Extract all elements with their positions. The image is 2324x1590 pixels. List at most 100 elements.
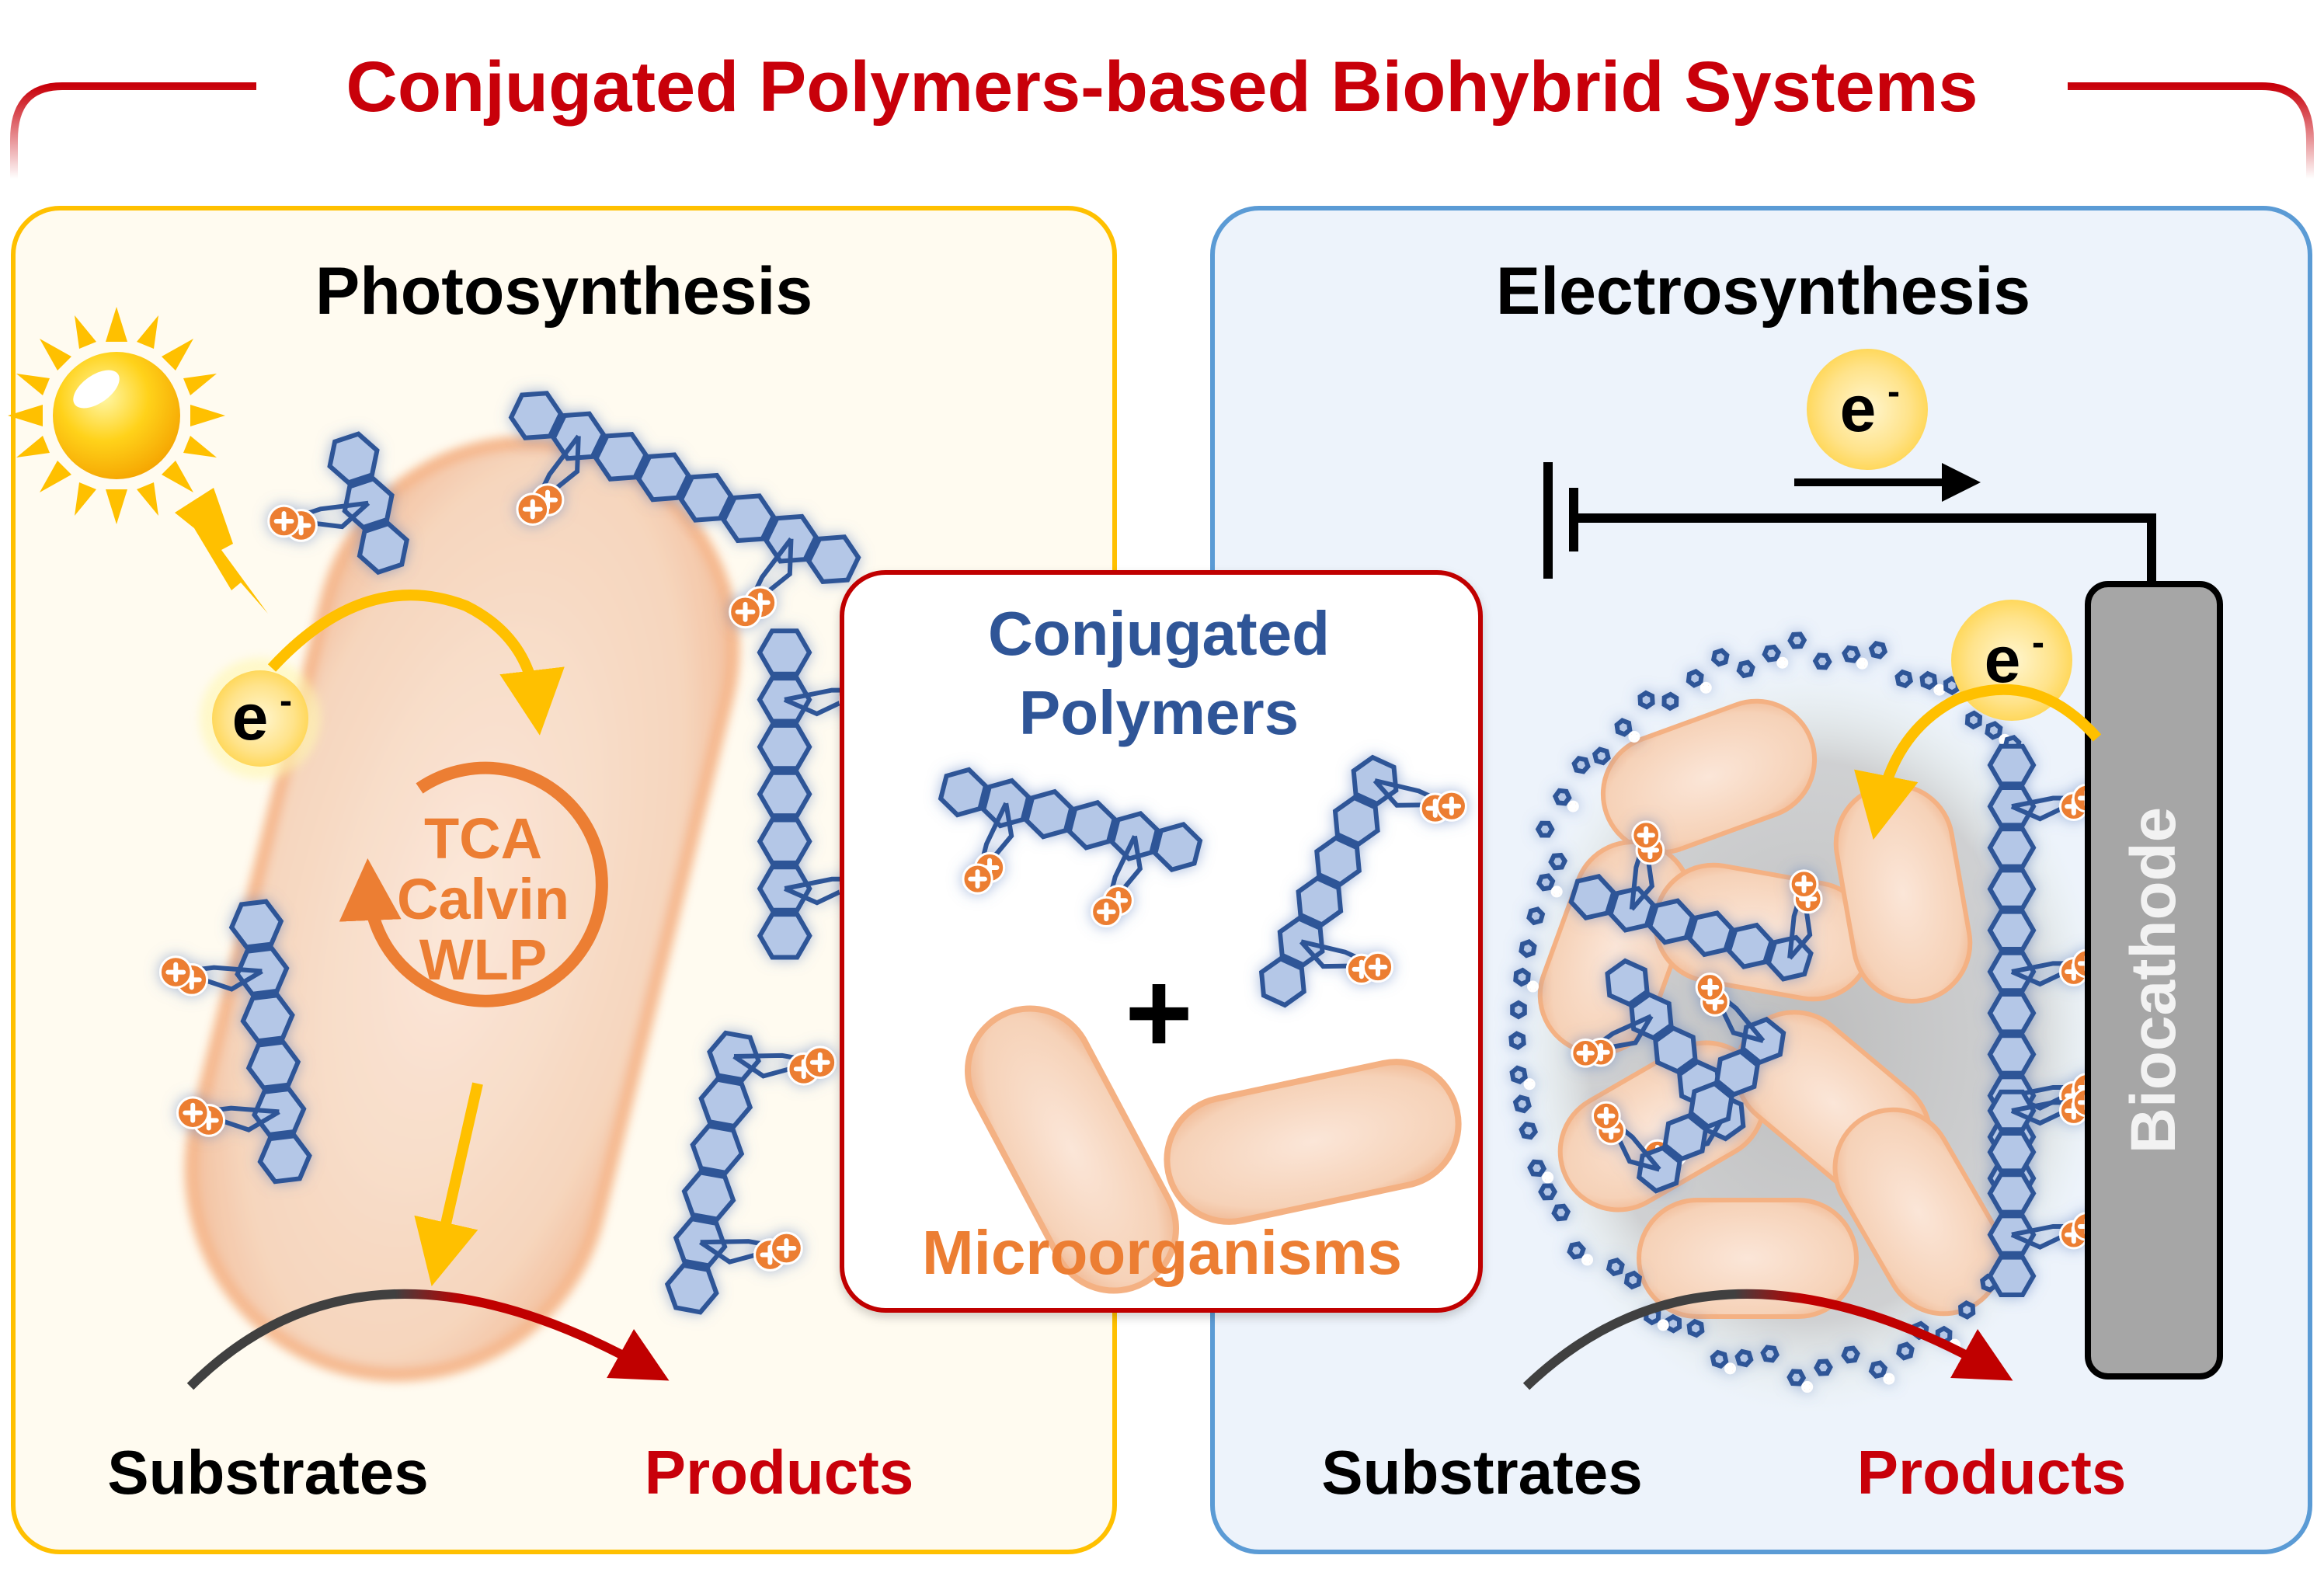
polymer-ring xyxy=(1710,1349,1729,1369)
cationic-charge-icon xyxy=(1526,980,1539,993)
bacterium-cell xyxy=(1600,698,1818,855)
polymer-ring xyxy=(757,628,812,677)
polymer-ring xyxy=(664,1262,719,1315)
polymer-ring xyxy=(678,472,734,523)
electrosynthesis-heading: Electrosynthesis xyxy=(1496,254,2030,329)
polymer-ring xyxy=(1812,652,1832,670)
polymer-ring xyxy=(1512,1094,1532,1114)
electron-circuit: e - xyxy=(1807,349,1928,470)
polymer-ring xyxy=(1527,1159,1547,1178)
polymer-ring xyxy=(1987,1172,2037,1215)
polymer-ring xyxy=(1661,691,1679,711)
polymer-ring xyxy=(681,1170,736,1222)
polymer-ring xyxy=(698,1077,753,1129)
polymer-ring xyxy=(1919,670,1938,691)
polymer-ring xyxy=(1314,835,1362,887)
electron-transfer-arrow xyxy=(267,590,565,736)
polymer-ring xyxy=(1592,746,1611,766)
polymer-ring xyxy=(1688,1080,1734,1129)
cationic-charge-icon xyxy=(1700,681,1712,694)
polymer-ring xyxy=(1987,992,2037,1035)
polymer-ring xyxy=(1637,690,1655,710)
polymer-ring xyxy=(721,493,777,544)
polymer-ring xyxy=(1943,676,1960,696)
svg-text:-: - xyxy=(2032,622,2044,663)
electro-products-label: Products xyxy=(1857,1438,2127,1507)
polymer-ring xyxy=(1551,1203,1571,1222)
polymer-ring xyxy=(1762,644,1782,663)
polymer-ring xyxy=(1548,852,1568,871)
polymer-ring xyxy=(1841,1345,1860,1364)
polymer-ring xyxy=(1985,721,2003,740)
photo-products-label: Products xyxy=(645,1438,914,1507)
polymer-ring xyxy=(1786,1369,1807,1386)
polymer-ring xyxy=(757,912,812,960)
polymer-ring xyxy=(1686,668,1704,688)
polymer-ring xyxy=(1964,710,1983,730)
cationic-charge-icon xyxy=(1435,790,1467,822)
biocathode-icon: Biocathode xyxy=(2085,581,2223,1380)
polymer-ring xyxy=(1258,955,1306,1008)
cationic-charge-icon xyxy=(1571,1038,1601,1068)
polymer-ring xyxy=(1987,743,2037,787)
polymer-ring xyxy=(1653,1025,1698,1074)
polymer-ring xyxy=(245,1039,301,1091)
microorganisms-label: Microorganisms xyxy=(922,1218,1402,1287)
cationic-charge-icon xyxy=(1550,885,1563,898)
polymer-ring xyxy=(1152,822,1203,872)
electro-substrates-label: Substrates xyxy=(1321,1438,1642,1507)
cationic-charge-icon xyxy=(1724,1362,1737,1375)
polymer-ring xyxy=(635,452,691,503)
polymer-ring xyxy=(1629,991,1674,1041)
cationic-charge-icon xyxy=(770,1231,803,1265)
svg-text:-: - xyxy=(280,680,292,722)
polymer-ring xyxy=(257,1133,312,1185)
polymer-ring xyxy=(1987,1254,2037,1297)
polymer-ring xyxy=(357,520,409,576)
cationic-charge-icon xyxy=(158,955,193,989)
polymer-ring xyxy=(757,817,812,865)
polymer-ring xyxy=(1842,645,1861,663)
polymer-ring xyxy=(235,945,290,997)
conjugated-polymers-label-1: Conjugated xyxy=(988,599,1330,668)
polymer-ring xyxy=(1296,875,1344,927)
svg-text:-: - xyxy=(1887,371,1900,412)
svg-text:e: e xyxy=(1985,623,2021,696)
biocathode-label: Biocathode xyxy=(2118,807,2189,1153)
polymer-ring xyxy=(938,767,989,818)
polymer-ring xyxy=(228,899,284,950)
polymer-ring xyxy=(1519,938,1537,959)
polymer-ring xyxy=(1957,1299,1976,1320)
polymer-ring xyxy=(1734,1348,1754,1368)
polymer-ring xyxy=(1987,1033,2037,1076)
cationic-charge-icon xyxy=(1542,1171,1554,1184)
polymer-ring xyxy=(757,722,812,771)
cationic-charge-icon xyxy=(1883,1373,1895,1385)
cationic-charge-icon xyxy=(1856,657,1868,670)
photosynthesis-panel: Photosynthesis e xyxy=(8,206,1117,1554)
svg-text:WLP: WLP xyxy=(419,927,547,992)
polymer-ring xyxy=(1665,1313,1682,1334)
electrosynthesis-panel: Electrosynthesis e - Biocathode e xyxy=(1210,206,2312,1554)
conjugated-polymers-label-2: Polymers xyxy=(1019,678,1299,747)
polymer-ring xyxy=(240,993,295,1044)
svg-text:Calvin: Calvin xyxy=(397,867,569,931)
polymer-ring xyxy=(1726,922,1774,969)
photo-substrates-label: Substrates xyxy=(107,1438,428,1507)
polymer-ring xyxy=(1896,1341,1915,1361)
lightning-icon xyxy=(175,488,268,614)
polymer-ring xyxy=(1571,756,1591,774)
polymer-ring xyxy=(673,1216,728,1268)
cationic-charge-icon xyxy=(1591,1101,1621,1131)
svg-text:TCA: TCA xyxy=(424,806,542,871)
cationic-charge-icon xyxy=(516,492,550,526)
cationic-charge-icon xyxy=(1567,800,1579,812)
polymer-ring xyxy=(508,391,564,440)
cationic-charge-icon xyxy=(1581,1254,1594,1266)
polymer-ring xyxy=(1714,1049,1760,1098)
polymer-ring xyxy=(1686,1318,1705,1338)
bacterium-cell xyxy=(1637,1198,1859,1319)
polymer-ring xyxy=(1332,795,1380,847)
polymer-ring xyxy=(1568,873,1616,921)
